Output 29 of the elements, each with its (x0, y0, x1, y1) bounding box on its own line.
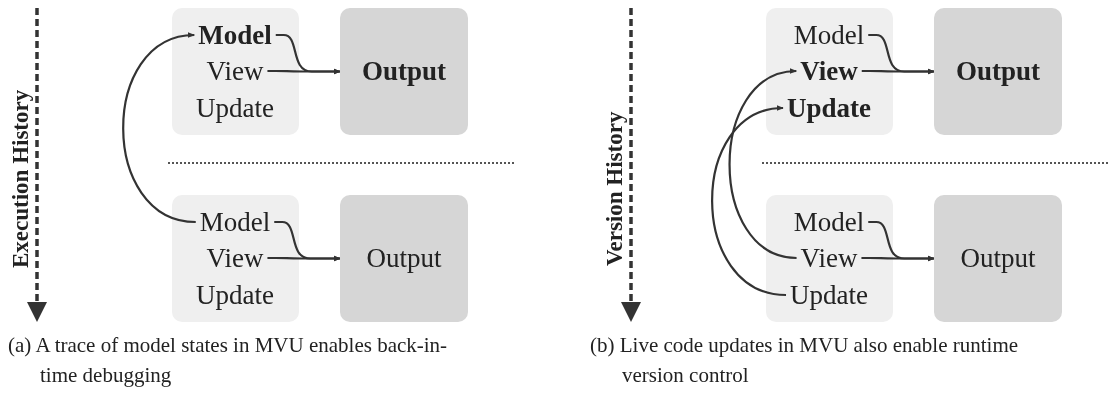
component-label: Model (198, 19, 272, 51)
arrow (861, 255, 935, 262)
component-label: View (206, 242, 264, 274)
output-box: Output (340, 195, 468, 322)
component-label: Update (196, 92, 274, 124)
figure-caption: (b) Live code updates in MVU also enable runtime version control (590, 332, 1020, 389)
component-label: View (800, 55, 858, 87)
arrow (728, 69, 797, 260)
state-box (766, 195, 893, 322)
output-box: Output (934, 195, 1062, 322)
arrow (267, 255, 341, 262)
arrow (267, 68, 341, 75)
state-box (172, 195, 299, 322)
component-label: View (800, 242, 858, 274)
component-label: View (206, 55, 264, 87)
arrow (861, 68, 935, 75)
arrow (711, 106, 787, 297)
figure-caption: (a) A trace of model states in MVU enables back-in-time debugging (8, 332, 449, 389)
output-box: Output (934, 8, 1062, 135)
component-label: Model (199, 206, 271, 238)
component-label: Update (196, 279, 274, 311)
component-label: Update (787, 92, 871, 124)
state-box (172, 8, 299, 135)
arrow (122, 33, 196, 224)
state-box (766, 8, 893, 135)
component-label: Model (793, 19, 865, 51)
component-label: Update (790, 279, 868, 311)
component-label: Model (793, 206, 865, 238)
output-box: Output (340, 8, 468, 135)
